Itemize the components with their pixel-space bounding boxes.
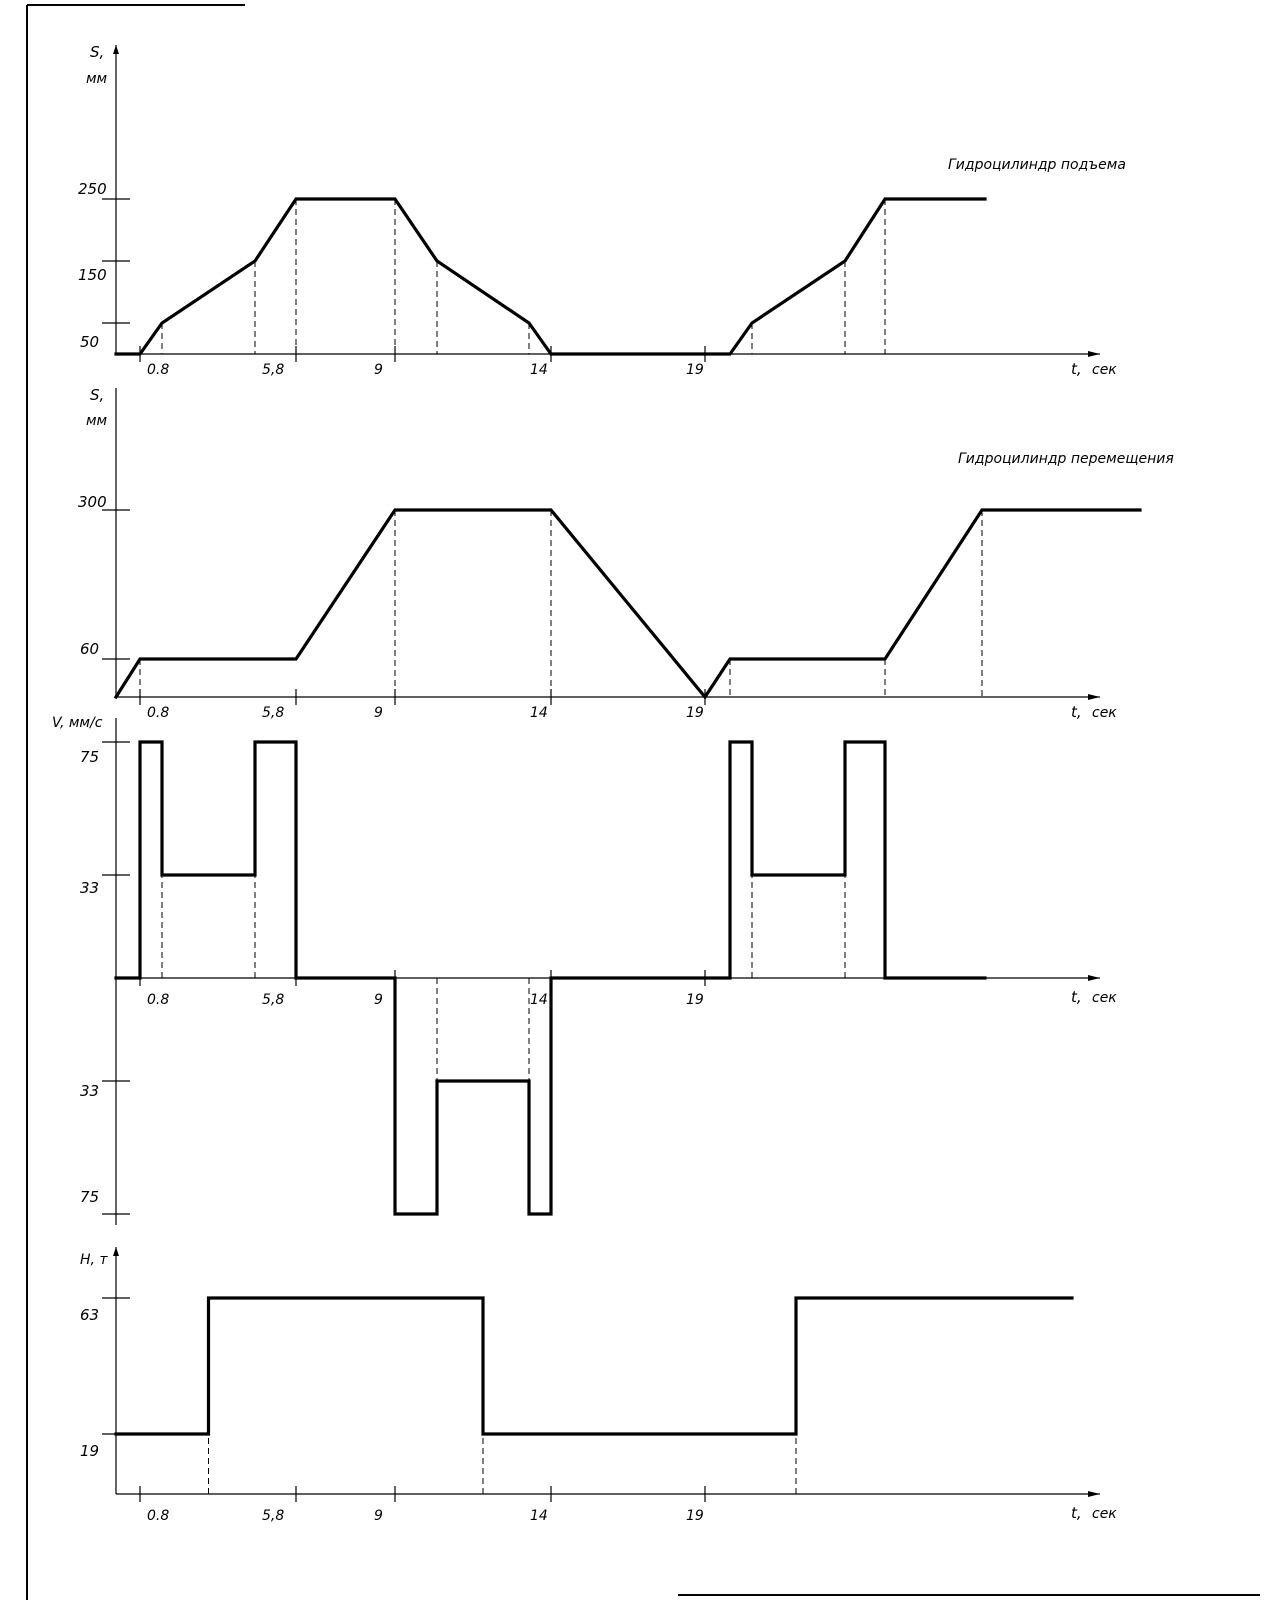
x-tick-label: 19 — [686, 1508, 704, 1524]
panel-travel-cylinder: Гидроцилиндр перемещения S, мм 300 60 0.… — [78, 386, 1174, 721]
y-axis-label: V, мм/с — [52, 715, 103, 731]
y-tick-label: 300 — [78, 493, 107, 511]
x-axis-unit: сек — [1092, 990, 1117, 1006]
x-tick-label: 9 — [374, 992, 383, 1008]
panel-lift-cylinder: Гидроцилиндр подъема S, мм 250 150 50 0.… — [78, 43, 1126, 378]
x-tick-label: 9 — [374, 705, 383, 721]
x-tick-label: 19 — [686, 992, 704, 1008]
x-axis-unit: сек — [1092, 362, 1117, 378]
panel-load: H, т 63 19 0.8 5,8 9 14 19 t, сек — [80, 1247, 1117, 1524]
x-tick-label: 5,8 — [262, 705, 284, 721]
x-tick-label: 9 — [374, 362, 383, 378]
x-tick-label: 19 — [686, 705, 704, 721]
panel-title: Гидроцилиндр подъема — [948, 157, 1126, 173]
x-axis-arrow — [1088, 351, 1100, 357]
y-axis-arrow — [113, 45, 119, 54]
y-tick-label: 60 — [80, 640, 99, 658]
x-tick-label: 14 — [530, 705, 548, 721]
y-axis-label: S, — [90, 43, 104, 61]
panel-title: Гидроцилиндр перемещения — [958, 451, 1174, 467]
y-tick-label: 50 — [80, 333, 99, 351]
x-tick-label: 5,8 — [262, 992, 284, 1008]
series-line — [114, 1296, 1074, 1436]
x-axis-arrow — [1088, 694, 1100, 700]
x-axis-arrow — [1088, 1491, 1100, 1497]
y-tick-label: 75 — [80, 748, 99, 766]
series-line — [114, 740, 987, 1216]
x-axis-label: t, — [1071, 1504, 1082, 1522]
y-tick-label: 75 — [80, 1188, 99, 1206]
x-axis-label: t, — [1071, 703, 1082, 721]
y-tick-label: 150 — [78, 266, 107, 284]
panel-velocity: V, мм/с 75 33 33 75 0.8 5,8 9 14 19 t, с… — [52, 715, 1117, 1225]
x-tick-label: 19 — [686, 362, 704, 378]
x-tick-label: 0.8 — [147, 1508, 169, 1524]
x-axis-label: t, — [1071, 360, 1082, 378]
y-tick-label: 19 — [80, 1442, 99, 1460]
x-axis-unit: сек — [1092, 705, 1117, 721]
x-tick-label: 5,8 — [262, 362, 284, 378]
y-axis-unit: мм — [86, 413, 108, 429]
series-line — [113, 508, 1142, 700]
y-axis-label: S, — [90, 386, 104, 404]
x-axis-arrow — [1088, 975, 1100, 981]
x-tick-label: 14 — [530, 992, 548, 1008]
x-tick-label: 14 — [530, 362, 548, 378]
x-tick-label: 0.8 — [147, 992, 169, 1008]
y-axis-label: H, т — [80, 1252, 108, 1268]
y-tick-label: 250 — [78, 180, 107, 198]
x-tick-label: 14 — [530, 1508, 548, 1524]
series-line — [114, 197, 987, 356]
x-axis-unit: сек — [1092, 1506, 1117, 1522]
y-tick-label: 33 — [80, 879, 99, 897]
y-axis-arrow — [113, 1247, 119, 1256]
x-tick-label: 9 — [374, 1508, 383, 1524]
y-tick-label: 63 — [80, 1306, 99, 1324]
x-axis-label: t, — [1071, 988, 1082, 1006]
y-axis-unit: мм — [86, 71, 108, 87]
x-tick-label: 5,8 — [262, 1508, 284, 1524]
y-tick-label: 33 — [80, 1082, 99, 1100]
x-tick-label: 0.8 — [147, 362, 169, 378]
x-tick-label: 0.8 — [147, 705, 169, 721]
